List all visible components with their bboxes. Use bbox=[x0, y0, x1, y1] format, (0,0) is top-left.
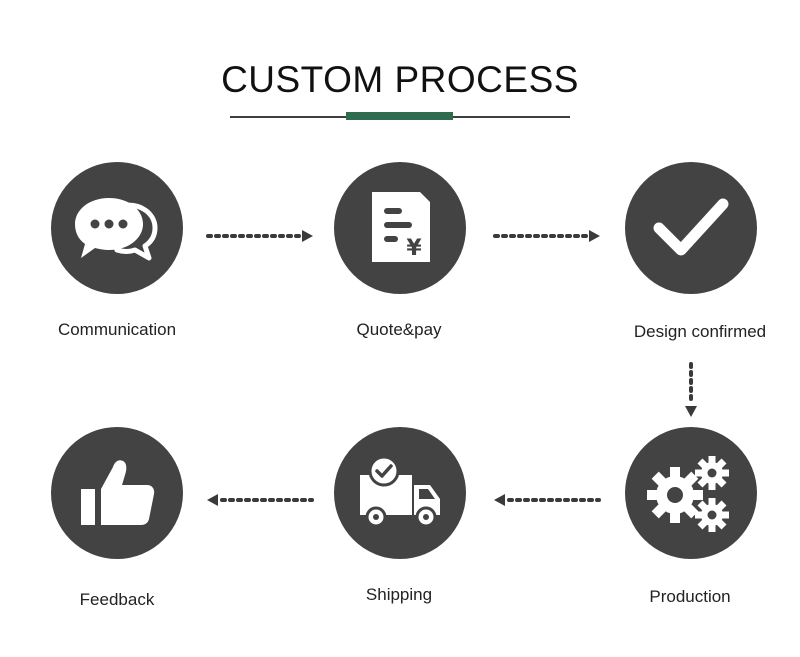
step-label-production: Production bbox=[649, 587, 731, 606]
step-production bbox=[625, 427, 757, 559]
flow-arrow-down bbox=[684, 362, 698, 418]
step-feedback bbox=[51, 427, 183, 559]
step-shipping bbox=[334, 427, 466, 559]
gears-icon bbox=[647, 456, 729, 532]
step-quote-pay: ¥ bbox=[334, 162, 466, 294]
flow-arrow-right-1 bbox=[206, 229, 314, 243]
page-title: CUSTOM PROCESS bbox=[221, 59, 579, 100]
step-label-feedback: Feedback bbox=[79, 590, 155, 609]
yen-symbol: ¥ bbox=[406, 236, 422, 261]
step-communication bbox=[51, 162, 183, 294]
flow-arrow-left-1 bbox=[493, 493, 601, 507]
step-design-confirmed bbox=[625, 162, 757, 294]
step-label-design-confirmed: Design confirmed bbox=[633, 322, 767, 341]
flow-arrow-right-2 bbox=[493, 229, 601, 243]
thumbs-up-icon bbox=[81, 460, 155, 525]
delivery-truck-icon bbox=[360, 455, 440, 528]
chat-bubbles-icon bbox=[75, 198, 158, 261]
step-label-quote-pay: Quote&pay bbox=[356, 320, 442, 339]
invoice-yen-icon: ¥ bbox=[372, 192, 430, 262]
title-divider-accent bbox=[346, 112, 453, 120]
step-label-shipping: Shipping bbox=[365, 585, 433, 604]
step-label-communication: Communication bbox=[57, 320, 177, 339]
checkmark-icon bbox=[653, 198, 729, 256]
flow-arrow-left-2 bbox=[206, 493, 314, 507]
